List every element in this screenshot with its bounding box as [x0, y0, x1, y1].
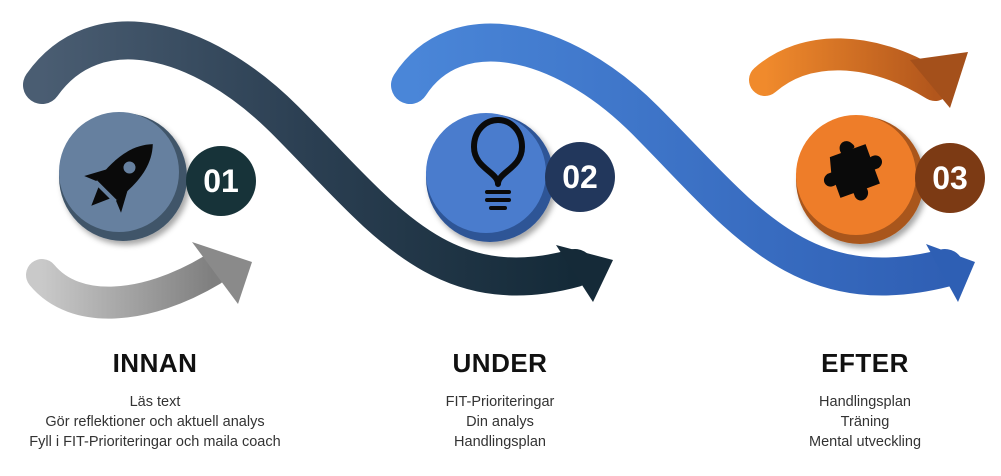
blue-wave-arrow — [391, 23, 975, 302]
step-3-item: Mental utveckling — [808, 434, 922, 450]
step-2-circle — [426, 113, 554, 242]
step-3-item: Handlingsplan — [819, 394, 911, 410]
step-2-number: 02 — [562, 159, 598, 195]
orange-arrow — [749, 38, 968, 108]
step-1-items: Läs text Gör reflektioner och aktuell an… — [0, 392, 320, 452]
step-1-badge: 01 — [186, 146, 256, 216]
rocket-icon — [84, 144, 153, 213]
lightbulb-icon — [471, 117, 525, 210]
gray-arrow — [26, 242, 252, 319]
step-1-title: INNAN — [112, 348, 198, 378]
dark-wave-arrow — [23, 21, 613, 302]
step-2-item: Din analys — [466, 414, 534, 430]
step-1-item: Fyll i FIT-Prioriteringar och maila coac… — [29, 434, 281, 450]
puzzle-icon — [824, 141, 882, 201]
step-3-number: 03 — [932, 160, 968, 196]
step-3-label: EFTER Handlingsplan Träning Mental utvec… — [700, 348, 1001, 452]
step-1-number: 01 — [203, 163, 239, 199]
step-3-title: EFTER — [821, 348, 909, 378]
step-1-item: Gör reflektioner och aktuell analys — [45, 414, 265, 430]
step-2-badge: 02 — [545, 142, 615, 212]
step-3-item: Träning — [840, 414, 890, 430]
step-2-item: FIT-Prioriteringar — [445, 394, 555, 410]
step-2-label: UNDER FIT-Prioriteringar Din analys Hand… — [335, 348, 665, 452]
step-2-title: UNDER — [452, 348, 548, 378]
step-1-item: Läs text — [129, 394, 181, 410]
step-2-items: FIT-Prioriteringar Din analys Handlingsp… — [335, 392, 665, 452]
step-3-items: Handlingsplan Träning Mental utveckling — [700, 392, 1001, 452]
step-2-item: Handlingsplan — [454, 434, 546, 450]
step-3-badge: 03 — [915, 143, 985, 213]
step-1-label: INNAN Läs text Gör reflektioner och aktu… — [0, 348, 320, 452]
